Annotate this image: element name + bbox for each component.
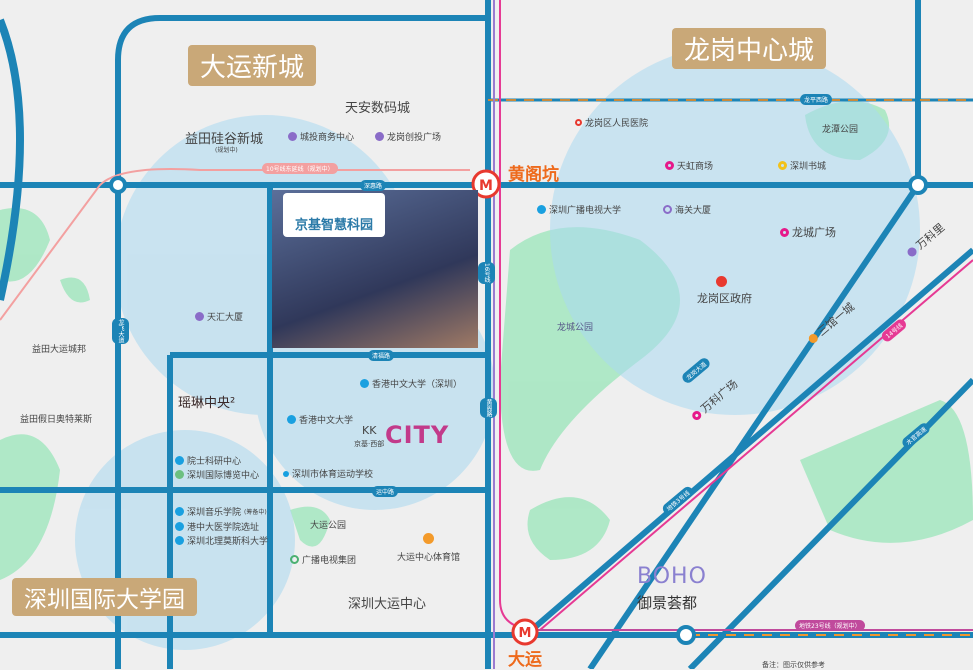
road-label-huanggu: 黄阁路	[480, 398, 497, 418]
svg-text:M: M	[519, 626, 532, 641]
gym-marker-icon	[423, 533, 434, 544]
district-label-dayun: 大运新城	[188, 45, 317, 86]
poi-label: 天虹商场	[677, 162, 714, 172]
poi-label: 港中大医学院选址	[187, 523, 260, 533]
poi-dayun-center[interactable]: 深圳大运中心	[348, 597, 427, 612]
poi-yuanshi[interactable]: 院士科研中心	[175, 454, 241, 467]
road-label-qinghui: 清福路	[368, 350, 395, 361]
poi-label: 天汇大厦	[207, 313, 244, 323]
poi-tianhong[interactable]: 天虹商场	[665, 159, 713, 172]
poi-marker-icon	[283, 470, 289, 477]
poi-yinyue[interactable]: 深圳音乐学院(筹备中)	[175, 505, 267, 518]
poi-label: 香港中文大学	[299, 416, 354, 426]
kk-logo-top: KK	[362, 424, 377, 437]
poi-label: 香港中文大学（深圳）	[372, 380, 463, 390]
poi-label: 海关大厦	[675, 206, 712, 216]
poi-label: 深圳市体育运动学校	[292, 470, 374, 480]
poi-tianhui[interactable]: 天汇大厦	[195, 310, 243, 323]
poi-marker-icon	[375, 132, 384, 141]
poi-yitian-dayun[interactable]: 益田大运城邦	[32, 345, 87, 355]
poi-marker-icon	[665, 161, 674, 170]
road-label-line16: 16号线	[478, 262, 495, 284]
poi-yitian-note: (规划中)	[215, 147, 238, 154]
road-label-line23: 地铁23号线（规划中）	[795, 620, 865, 631]
poi-government[interactable]: 龙岗区政府	[697, 292, 752, 305]
poi-marker-icon	[778, 161, 787, 170]
district-label-university: 深圳国际大学园	[12, 578, 197, 616]
poi-longcheng-park[interactable]: 龙城公园	[557, 323, 594, 333]
poi-guoji-bolan[interactable]: 深圳国际博览中心	[175, 468, 259, 481]
poi-hospital[interactable]: 龙岗区人民医院	[575, 116, 648, 129]
road-label-line10: 10号线东延线（规划中）	[262, 163, 338, 174]
poi-yaojing-logo[interactable]: 瑶琳中央²	[178, 396, 236, 411]
poi-dayun-gym[interactable]: 大运中心体育馆	[397, 553, 461, 563]
poi-label: 广播电视集团	[302, 556, 357, 566]
poi-label: 龙岗创投广场	[387, 133, 442, 143]
government-icon	[716, 276, 727, 287]
station-huanggekeng[interactable]: 黄阁坑	[508, 165, 559, 185]
poi-label: 深圳书城	[790, 162, 827, 172]
road-junctions	[109, 175, 928, 645]
map-footnote: 备注：图示仅供参考	[762, 661, 825, 669]
poi-label: 深圳广播电视大学	[549, 206, 622, 216]
station-dayun[interactable]: 大运	[508, 650, 542, 670]
poi-bookcity[interactable]: 深圳书城	[778, 159, 826, 172]
poi-marker-icon	[287, 415, 296, 424]
hospital-icon	[575, 119, 582, 126]
poi-marker-icon	[537, 205, 546, 214]
poi-marker-icon	[663, 205, 672, 214]
poi-tiyu-school[interactable]: 深圳市体育运动学校	[283, 467, 373, 480]
poi-cuhk-sz[interactable]: 香港中文大学（深圳）	[360, 377, 462, 390]
poi-marker-icon	[195, 312, 204, 321]
svg-text:M: M	[479, 178, 493, 194]
district-label-longgang: 龙岗中心城	[672, 28, 827, 69]
metro-station-icons: M M	[471, 169, 539, 646]
poi-marker-icon	[175, 536, 184, 545]
poi-label: 深圳国际博览中心	[187, 471, 260, 481]
kk-logo-bottom: 京基·西部	[354, 440, 385, 448]
poi-longgang-chuangtou[interactable]: 龙岗创投广场	[375, 130, 441, 143]
poi-marker-icon	[288, 132, 297, 141]
poi-boho[interactable]: 御景荟都	[637, 594, 698, 612]
poi-marker-icon	[175, 470, 184, 479]
poi-marker-icon	[290, 555, 299, 564]
poi-label: 龙城广场	[792, 226, 836, 239]
road-label-yuntu: 运中路	[372, 486, 399, 497]
poi-marker-icon	[175, 507, 184, 516]
poi-label: 城投商务中心	[300, 133, 355, 143]
poi-tianan[interactable]: 天安数码城	[345, 101, 411, 116]
poi-yitian[interactable]: 益田硅谷新城	[185, 132, 264, 147]
road-label-longping: 龙平西路	[800, 94, 833, 105]
poi-guangdian[interactable]: 广播电视集团	[290, 553, 356, 566]
poi-label: 院士科研中心	[187, 457, 242, 467]
poi-longtan-park[interactable]: 龙潭公园	[822, 125, 859, 135]
poi-tvu[interactable]: 深圳广播电视大学	[537, 203, 621, 216]
poi-cuhk[interactable]: 香港中文大学	[287, 413, 353, 426]
road-label-shenhui: 深惠路	[360, 180, 387, 191]
poi-marker-icon	[360, 379, 369, 388]
poi-label: 深圳北理莫斯科大学	[187, 537, 269, 547]
poi-marker-icon	[175, 522, 184, 531]
poi-haiguan[interactable]: 海关大厦	[663, 203, 711, 216]
poi-yixue[interactable]: 港中大医学院选址	[175, 520, 259, 533]
poi-marker-icon	[780, 227, 789, 237]
poi-yitian-outlets[interactable]: 益田假日奥特莱斯	[20, 415, 93, 425]
project-logo[interactable]: 京基智慧科园	[283, 193, 385, 237]
boho-logo[interactable]: BOHO	[637, 564, 707, 589]
poi-chengtou[interactable]: 城投商务中心	[288, 130, 354, 143]
kk-city-logo[interactable]: CITY	[385, 421, 450, 449]
poi-label: 深圳音乐学院	[187, 508, 242, 518]
poi-marker-icon	[175, 456, 184, 465]
poi-longcheng-square[interactable]: 龙城广场	[780, 224, 836, 240]
poi-label: 龙岗区人民医院	[585, 119, 649, 129]
poi-note: (筹备中)	[244, 509, 267, 516]
road-label-longfei: 龙飞大道	[112, 318, 129, 344]
poi-dayun-park[interactable]: 大运公园	[310, 521, 347, 531]
poi-beili[interactable]: 深圳北理莫斯科大学	[175, 534, 268, 547]
